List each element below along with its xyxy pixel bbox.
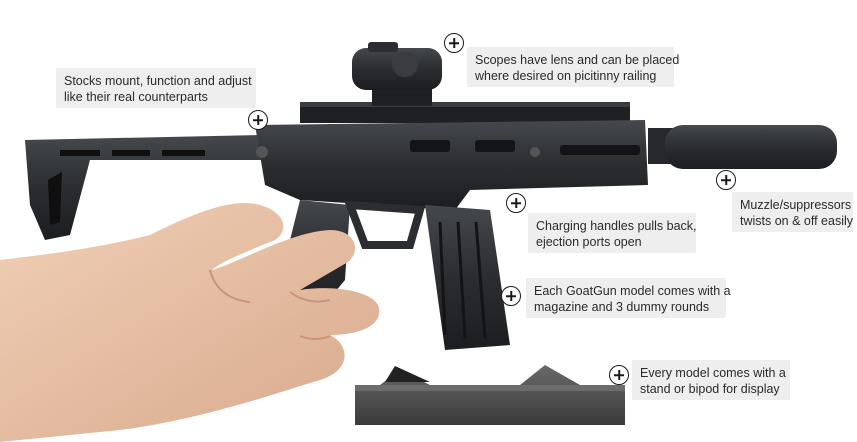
callout-muzzle-line1: Muzzle/suppressors bbox=[740, 198, 852, 212]
scope-image bbox=[352, 42, 442, 106]
callout-charging: Charging handles pulls back, ejection po… bbox=[528, 213, 697, 253]
callout-stock-line1: Stocks mount, function and adjust bbox=[64, 74, 252, 88]
callout-muzzle: Muzzle/suppressors twists on & off easil… bbox=[732, 192, 853, 232]
stock-image bbox=[25, 135, 262, 240]
callout-magazine-line2: magazine and 3 dummy rounds bbox=[534, 300, 710, 314]
callout-stock: Stocks mount, function and adjust like t… bbox=[56, 68, 256, 108]
callout-stand: Every model comes with a stand or bipod … bbox=[632, 360, 790, 400]
callout-magazine: Each GoatGun model comes with a magazine… bbox=[526, 278, 731, 318]
receiver-image bbox=[255, 102, 648, 210]
callout-muzzle-line2: twists on & off easily bbox=[740, 214, 854, 228]
callout-scope: Scopes have lens and can be placed where… bbox=[467, 47, 680, 87]
callout-stock-line2: like their real counterparts bbox=[64, 90, 208, 104]
callout-stand-line2: stand or bipod for display bbox=[640, 382, 780, 396]
hand-image bbox=[0, 203, 380, 442]
callout-charging-line2: ejection ports open bbox=[536, 235, 642, 249]
hotspot-magazine-plus-icon[interactable] bbox=[501, 286, 521, 306]
hotspot-stand-plus-icon[interactable] bbox=[609, 365, 629, 385]
callout-charging-line1: Charging handles pulls back, bbox=[536, 219, 697, 233]
hotspot-charging-plus-icon[interactable] bbox=[506, 193, 526, 213]
callout-scope-line2: where desired on picitinny railing bbox=[475, 69, 657, 83]
suppressor-image bbox=[648, 125, 837, 169]
display-stand-image bbox=[355, 365, 625, 425]
hotspot-scope-plus-icon[interactable] bbox=[444, 33, 464, 53]
trigger-guard-image bbox=[344, 200, 426, 249]
callout-magazine-line1: Each GoatGun model comes with a bbox=[534, 284, 731, 298]
hotspot-stock-plus-icon[interactable] bbox=[248, 110, 268, 130]
callout-scope-line1: Scopes have lens and can be placed bbox=[475, 53, 680, 67]
hotspot-muzzle-plus-icon[interactable] bbox=[716, 170, 736, 190]
magazine-image bbox=[425, 205, 510, 350]
callout-stand-line1: Every model comes with a bbox=[640, 366, 786, 380]
